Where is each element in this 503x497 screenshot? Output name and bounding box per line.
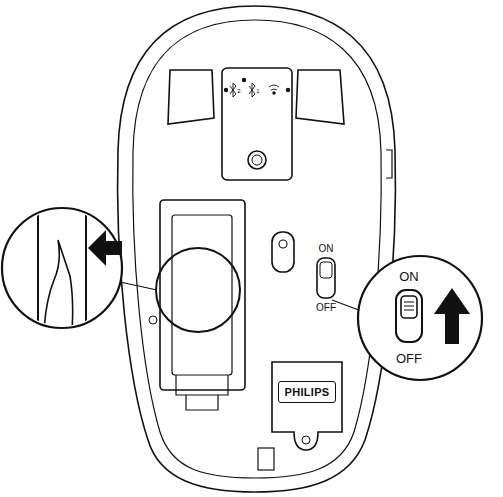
switch-label: ON bbox=[399, 270, 419, 283]
switch-label: OFF bbox=[396, 352, 422, 365]
switch-label: OFF bbox=[316, 303, 336, 313]
channel-number: 2 bbox=[237, 88, 240, 94]
brand-plate: PHILIPS bbox=[278, 381, 336, 403]
brand-name: PHILIPS bbox=[285, 386, 330, 398]
switch-label: ON bbox=[319, 244, 334, 254]
channel-number: 1 bbox=[256, 88, 259, 94]
